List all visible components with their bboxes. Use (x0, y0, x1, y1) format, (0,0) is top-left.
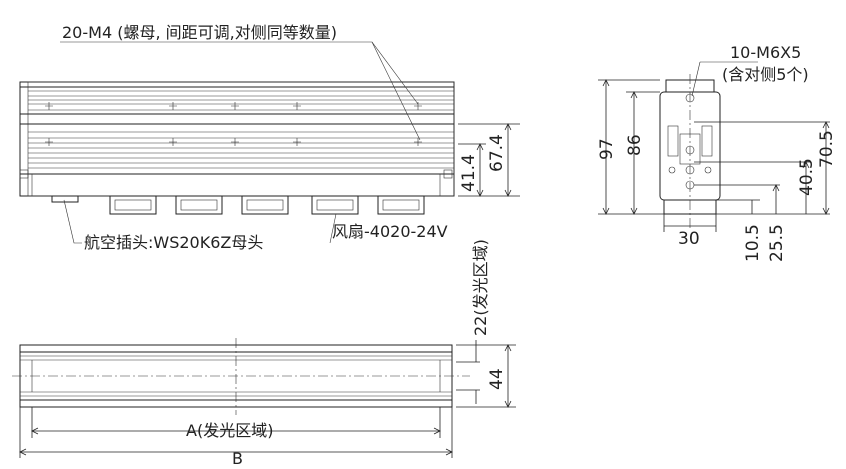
dim-86: 86 (625, 134, 645, 156)
dim-40-5: 40.5 (797, 158, 817, 196)
light-zone-22-label: 22(发光区域) (471, 239, 490, 336)
dim-a-label: A(发光区域) (186, 421, 273, 440)
dim-25-5: 25.5 (767, 224, 787, 262)
m4-note: 20-M4 (螺母, 间距可调,对侧同等数量) (62, 23, 337, 42)
dim-41-4: 41.4 (459, 154, 479, 192)
side-view (598, 61, 830, 232)
fan-row (109, 195, 425, 215)
dim-67-4: 67.4 (487, 134, 507, 172)
m6-sub: (含对侧5个) (722, 65, 809, 84)
connector-label: 航空插头:WS20K6Z母头 (84, 233, 263, 252)
nut-markers-top (45, 102, 422, 110)
dim-44: 44 (487, 368, 507, 390)
nut-markers-bottom (45, 138, 422, 146)
dim-97: 97 (597, 138, 617, 160)
bottom-view (12, 338, 516, 458)
front-view (19, 41, 520, 244)
annotations: 20-M4 (螺母, 间距可调,对侧同等数量) 10-M6X5 (含对侧5个) … (62, 23, 809, 468)
dimension-values: 41.4 67.4 97 86 70.5 40.5 10.5 25.5 30 4… (459, 130, 837, 390)
m6-note: 10-M6X5 (730, 43, 801, 62)
connector-stub (51, 195, 79, 203)
fan-label: 风扇-4020-24V (332, 222, 448, 241)
dim-70-5: 70.5 (817, 130, 837, 168)
dim-b-label: B (232, 449, 243, 468)
dim-30: 30 (678, 229, 700, 249)
dim-10-5: 10.5 (743, 224, 763, 262)
